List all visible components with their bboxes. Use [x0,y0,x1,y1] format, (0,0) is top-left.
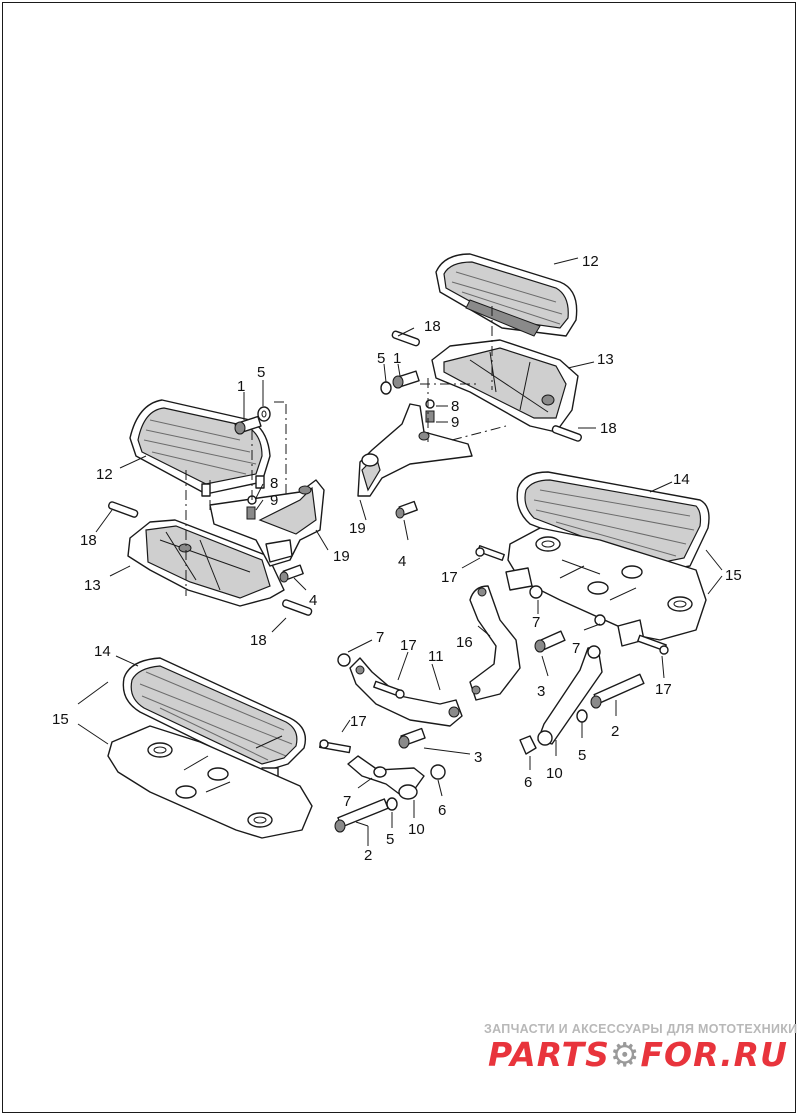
right-rider-footboard-pad [516,471,710,573]
callout-18: 18 [250,632,267,649]
callout-5: 5 [257,364,265,381]
left-mount-hardware [319,653,426,754]
left-rider-footboard-base [107,725,313,839]
callout-17: 17 [350,713,367,730]
left-passenger-footboard-pad [129,399,271,497]
callout-7: 7 [572,640,580,657]
callout-19: 19 [333,548,350,565]
callout-7: 7 [343,793,351,810]
callout-5: 5 [377,350,385,367]
callout-12: 12 [96,466,113,483]
callout-6: 6 [438,802,446,819]
callout-5: 5 [386,831,394,848]
callout-2: 2 [364,847,372,864]
right-passenger-footboard-pad [435,253,578,337]
callout-14: 14 [94,643,111,660]
callout-8: 8 [270,475,278,492]
callout-18: 18 [600,420,617,437]
callout-2: 2 [611,723,619,740]
callout-14: 14 [673,471,690,488]
callout-4: 4 [309,592,317,609]
callout-5: 5 [578,747,586,764]
watermark-logo-right: FOR.RU [640,1035,788,1074]
left-passenger-mount-arm [209,479,325,567]
callout-1: 1 [237,378,245,395]
callout-10: 10 [546,765,563,782]
callout-7: 7 [376,629,384,646]
callout-17: 17 [655,681,672,698]
watermark-logo: PARTS⚙FOR.RU [488,1035,788,1074]
callout-4: 4 [398,553,406,570]
gear-icon: ⚙ [609,1035,641,1074]
callout-9: 9 [451,414,459,431]
callout-9: 9 [270,492,278,509]
callout-13: 13 [84,577,101,594]
watermark-tagline: ЗАПЧАСТИ И АКСЕССУАРЫ ДЛЯ МОТОТЕХНИКИ [484,1022,798,1036]
right-passenger-assembly-lines [420,306,507,442]
watermark-logo-left: PARTS [488,1035,610,1074]
left-passenger-footboard-bracket [127,519,285,607]
left-lower-hardware [334,764,446,833]
callout-labels: 1 5 12 8 9 19 18 13 4 18 12 18 5 1 13 8 … [52,253,742,864]
callout-15: 15 [725,567,742,584]
right-lower-hardware [519,673,645,755]
callout-8: 8 [451,398,459,415]
callout-3: 3 [537,683,545,700]
left-mount-bracket-11 [349,657,463,727]
callout-18: 18 [80,532,97,549]
right-passenger-hardware [380,330,582,519]
callout-17: 17 [400,637,417,654]
right-lower-link-10 [537,645,603,746]
callout-11: 11 [428,648,444,665]
callout-7: 7 [532,614,540,631]
callout-16: 16 [456,634,473,651]
callout-15: 15 [52,711,69,728]
callout-6: 6 [524,774,532,791]
left-lower-link-10 [347,755,425,800]
callout-12: 12 [582,253,599,270]
callout-1: 1 [393,350,401,367]
right-passenger-mount-arm [357,403,473,497]
right-passenger-footboard-bracket [431,339,579,433]
callout-3: 3 [474,749,482,766]
right-mount-bracket-16 [469,585,521,701]
callout-18: 18 [424,318,441,335]
callout-17: 17 [441,569,458,586]
callout-19: 19 [349,520,366,537]
callout-10: 10 [408,821,425,838]
leader-lines [77,257,723,846]
right-mount-hardware [475,545,669,655]
left-passenger-assembly-lines [185,401,288,596]
callout-13: 13 [597,351,614,368]
